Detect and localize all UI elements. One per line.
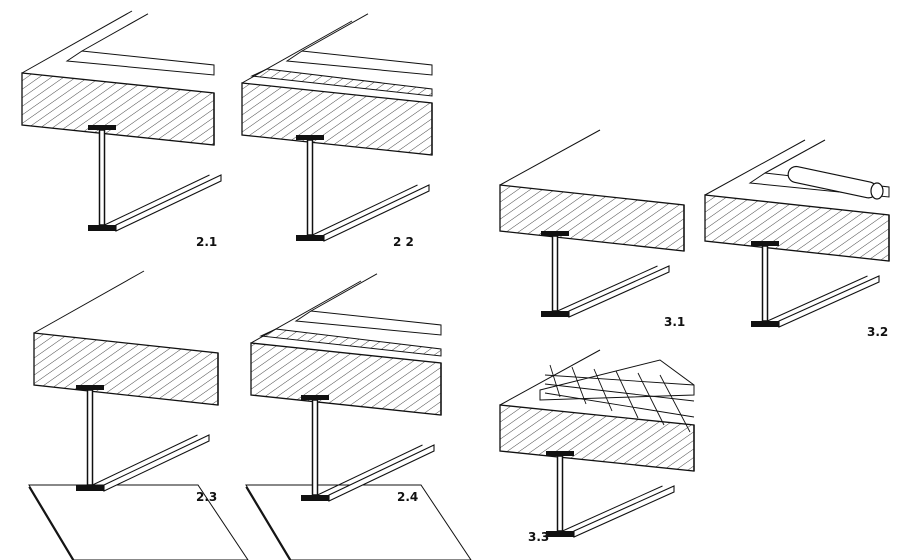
tile-joint [615,370,639,419]
detail-3-2: 3.2 [704,135,895,340]
ceiling-board-edge [28,486,74,560]
beam-web-length [92,434,198,486]
insulation-layer [250,68,433,97]
beam-web [556,455,564,532]
beam-flange-length [568,265,670,318]
detail-2-4: 2.4 [245,265,472,560]
tile-joint [571,366,587,405]
topping-back-edge [764,139,826,174]
ceiling-board [28,484,249,560]
beam-web-length [317,444,423,496]
pipe [787,165,878,199]
detail-2-1-label: 2.1 [196,235,218,249]
beam-web [551,235,559,312]
detail-2-2: 2 2 [240,5,440,250]
concrete-slab [499,404,695,472]
detail-2-2-drawing [241,13,433,242]
beam-web [761,245,769,322]
beam-top-flange [541,231,569,236]
beam-bottom-flange [88,225,116,231]
topping-layer [294,310,442,336]
detail-2-4-label: 2.4 [397,490,419,504]
beam-bottom-flange [546,531,574,537]
beam-bottom-flange [301,495,329,501]
slab-back-edge [704,139,806,196]
detail-2-2-label: 2 2 [393,235,414,249]
concrete-slab [499,184,685,252]
beam-flange-length [573,485,675,538]
tile-joint [544,374,695,386]
slab-back-edge [499,349,601,406]
tile-joint [593,368,613,412]
beam-web-length [557,265,658,312]
insulation-layer [259,328,442,357]
slab-back-edge [33,270,145,334]
beam-web-length [104,174,210,226]
tile-joint [659,374,691,433]
detail-2-3-label: 2.3 [196,490,218,504]
beam-bottom-flange [296,235,324,241]
topping-back-edge [81,13,149,52]
beam-web [98,129,106,226]
beam-web-length [312,184,418,236]
concrete-slab [250,342,442,416]
tiled-topping [539,359,695,401]
concrete-slab [241,82,433,156]
beam-flange-length [778,275,880,328]
ceiling-board [245,484,472,560]
detail-2-1-drawing [21,10,222,232]
detail-2-1: 2.1 [20,5,222,250]
beam-flange-length [323,184,430,242]
detail-3-1-drawing [499,129,685,318]
beam-top-flange [546,451,574,456]
beam-web-length [767,275,868,322]
beam-bottom-flange [541,311,569,317]
tile-joint [544,392,695,418]
concrete-slab [33,332,219,406]
detail-2-3: 2.3 [20,265,249,560]
beam-web [311,399,319,496]
concrete-slab [704,194,890,262]
detail-3-3-drawing [499,349,695,538]
beam-bottom-flange [751,321,779,327]
beam-top-flange [301,395,329,400]
topping-layer [285,50,433,76]
tile-joint [544,383,695,402]
tile-joint [549,364,561,398]
beam-web [306,139,314,236]
detail-3-3: 3.3 [499,345,700,555]
detail-3-1-label: 3.1 [664,315,686,329]
beam-bottom-flange [76,485,104,491]
slab-back-edge [499,129,601,186]
detail-2-3-drawing [28,270,249,560]
topping-layer [65,50,215,76]
detail-3-3-label: 3.3 [528,530,550,544]
detail-3-1: 3.1 [499,125,690,340]
beam-web-length [562,485,663,532]
detail-2-4-drawing [245,273,472,560]
tile-joint [637,372,665,426]
beam-flange-length [103,434,210,492]
beam-top-flange [88,125,116,130]
topping-back-edge [310,273,378,312]
beam-flange-length [115,174,222,232]
detail-3-2-label: 3.2 [867,325,889,339]
topping-back-edge [301,13,369,52]
pipe-end [870,182,884,200]
slab-back-edge [21,10,133,74]
beam-web [86,389,94,486]
ceiling-board-edge [245,486,291,560]
beam-top-flange [751,241,779,246]
beam-flange-length [328,444,435,502]
detail-3-2-drawing [704,139,890,328]
beam-top-flange [76,385,104,390]
beam-top-flange [296,135,324,140]
concrete-slab [21,72,215,146]
